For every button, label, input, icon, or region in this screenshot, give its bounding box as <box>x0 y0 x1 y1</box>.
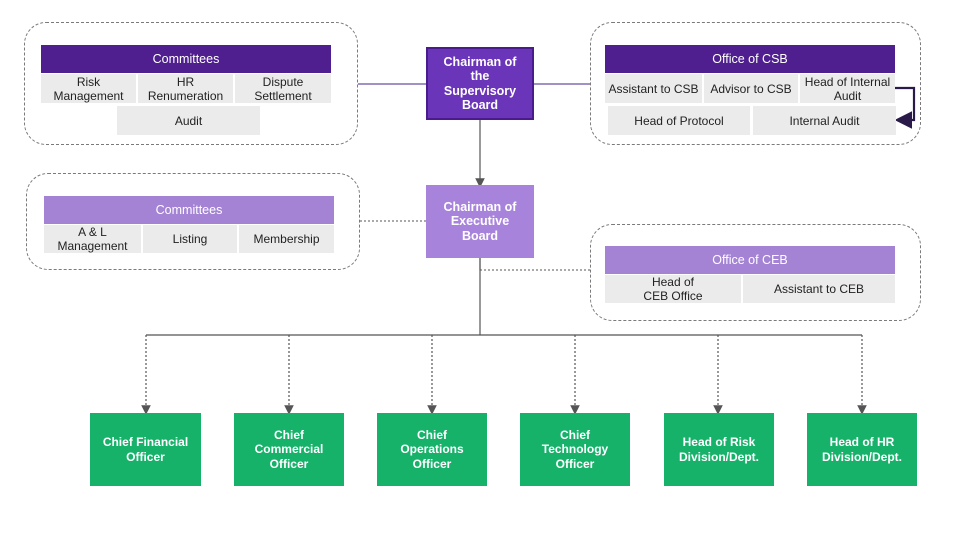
advisor-to-csb: Advisor to CSB <box>704 74 798 103</box>
committee-hr-renumeration: HR Renumeration <box>138 74 233 103</box>
internal-audit: Internal Audit <box>753 106 896 135</box>
chairman-supervisory-board: Chairman of the Supervisory Board <box>426 47 534 120</box>
head-of-ceb-office: Head of CEB Office <box>605 275 741 303</box>
supervisory-committees-group <box>24 22 358 145</box>
officer-cco: Chief Commercial Officer <box>234 413 344 486</box>
office-csb-header: Office of CSB <box>605 45 895 73</box>
chairman-executive-board: Chairman of Executive Board <box>426 185 534 258</box>
committee-al-management: A & L Management <box>44 225 141 253</box>
supervisory-committees-header: Committees <box>41 45 331 73</box>
office-ceb-header: Office of CEB <box>605 246 895 274</box>
committee-audit: Audit <box>117 106 260 135</box>
head-of-internal-audit: Head of Internal Audit <box>800 74 895 103</box>
assistant-to-ceb: Assistant to CEB <box>743 275 895 303</box>
committee-listing: Listing <box>143 225 237 253</box>
committee-risk-management: Risk Management <box>41 74 136 103</box>
officer-head-risk: Head of Risk Division/Dept. <box>664 413 774 486</box>
officer-coo: Chief Operations Officer <box>377 413 487 486</box>
committee-membership: Membership <box>239 225 334 253</box>
committee-dispute-settlement: Dispute Settlement <box>235 74 331 103</box>
head-of-protocol: Head of Protocol <box>608 106 750 135</box>
executive-committees-group <box>26 173 360 270</box>
officer-cfo: Chief Financial Officer <box>90 413 201 486</box>
office-csb-group <box>590 22 921 145</box>
officer-head-hr: Head of HR Division/Dept. <box>807 413 917 486</box>
executive-committees-header: Committees <box>44 196 334 224</box>
internal-audit-arrow <box>894 86 916 129</box>
officer-drops <box>141 335 867 415</box>
officer-cto: Chief Technology Officer <box>520 413 630 486</box>
assistant-to-csb: Assistant to CSB <box>605 74 702 103</box>
office-ceb-group <box>590 224 921 321</box>
